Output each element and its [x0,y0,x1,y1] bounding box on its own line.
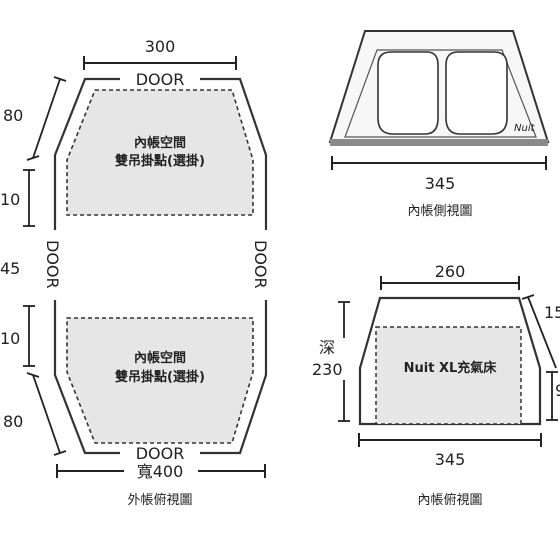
outer-top-view: 300 DOOR 內帳空間 雙吊掛點(選掛) DOOR DOOR DOOR 內帳… [0,37,270,508]
left-dim-mid-lower-label: 10 [0,329,20,348]
top-width-label: 300 [145,37,176,56]
left-dim-mid-upper-label: 10 [0,190,20,209]
upper-outline-left [53,77,120,230]
door-left: DOOR [43,240,62,289]
left-dim-lower-label: 80 [3,412,23,431]
inner-top-outline [358,296,542,426]
left-dim-upper-label: 80 [3,106,23,125]
upper-inner-line1: 內帳空間 [134,135,186,151]
side-width-label: 345 [425,174,456,193]
bottom-width-label: 寬400 [137,462,184,481]
inner-top-view: 260 Nuit XL充氣床 深 230 15 9 345 內帳俯視圖 [309,262,560,508]
lower-inner-line2: 雙吊掛點(選掛) [115,369,205,385]
depth-value: 230 [312,360,343,379]
air-bed-label: Nuit XL充氣床 [404,360,498,376]
inner-side-view: Nuit 345 內帳側視圖 [328,30,550,219]
upper-outline-right [200,77,268,230]
left-dim-upper [32,78,61,159]
door-top: DOOR [136,70,185,89]
side-floor [330,139,548,146]
inner-top-bottom-width-label: 345 [435,450,466,469]
door-right: DOOR [251,240,270,289]
side-brand-logo: Nuit [514,123,536,134]
side-tent-inner-line [344,49,537,138]
right-dim-upper [527,296,557,369]
inner-top-width-label: 260 [435,262,466,281]
upper-inner-area [66,89,254,216]
lower-inner-line1: 內帳空間 [134,350,186,366]
left-dim-center-label: 45 [0,259,20,278]
depth-label: 深 [319,338,335,357]
upper-inner-line2: 雙吊掛點(選掛) [115,153,205,169]
side-window-right [445,51,508,135]
outer-top-caption: 外帳俯視圖 [127,492,192,508]
inner-side-caption: 內帳側視圖 [407,204,472,219]
left-dim-lower [32,374,61,454]
right-dim-upper-label: 15 [544,303,560,322]
lower-outline-left [53,300,120,455]
lower-inner-area [66,317,254,444]
side-window-left [377,51,439,135]
door-bottom: DOOR [136,444,185,463]
inner-top-caption: 內帳俯視圖 [417,492,482,508]
air-bed-area [375,326,522,425]
right-dim-lower-label: 9 [555,381,560,400]
lower-outline-right [200,300,268,455]
